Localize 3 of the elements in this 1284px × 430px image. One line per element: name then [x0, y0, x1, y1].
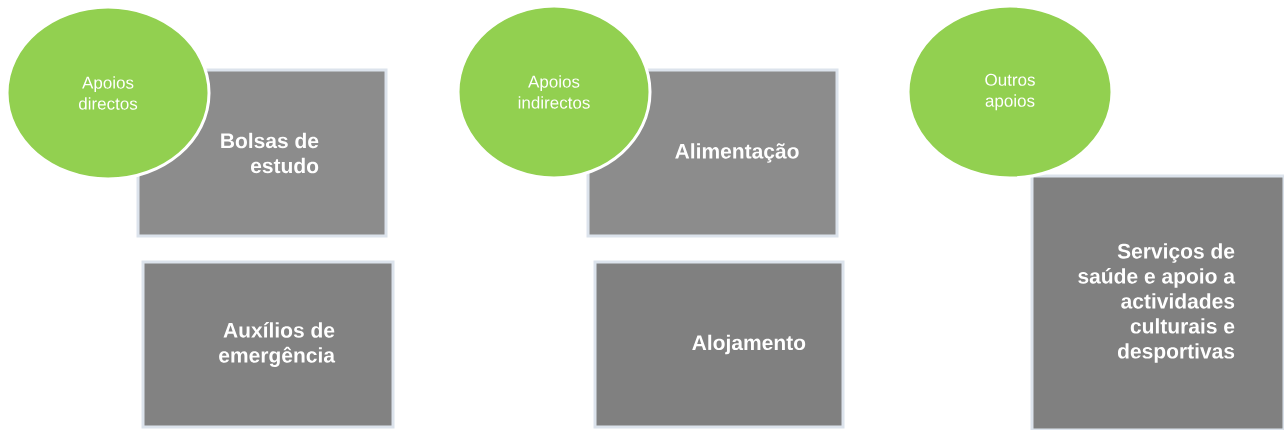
text-box: Serviços de saúde e apoio a actividades culturais e desportivas	[1030, 174, 1284, 430]
text-box: Auxílios de emergência	[141, 260, 395, 429]
text-box: Alojamento	[593, 260, 845, 429]
